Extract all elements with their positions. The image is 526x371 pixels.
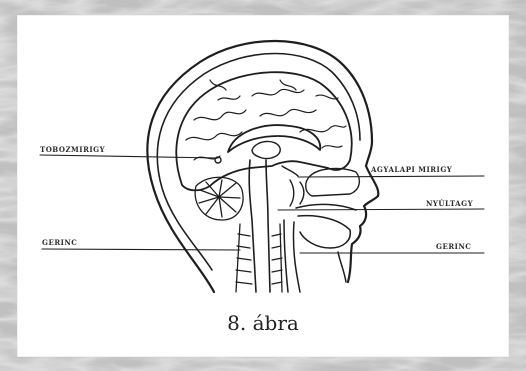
- spinal-column: [236, 224, 282, 292]
- skull-inner-outline: [157, 54, 360, 271]
- label-agyalapi-mirigy: AGYALAPI MIRIGY: [371, 166, 452, 173]
- thalamus: [252, 141, 280, 158]
- label-gerinc-right: GERINC: [436, 243, 471, 250]
- corpus-callosum: [228, 125, 320, 152]
- nasal-cavity: [290, 169, 359, 206]
- figure-caption: 8. ábra: [0, 313, 526, 333]
- mouth-and-throat: [284, 204, 356, 292]
- pituitary-gland: [282, 166, 298, 176]
- label-gerinc-left: GERINC: [42, 239, 77, 246]
- brain-gyri: [186, 80, 346, 160]
- cerebellum: [195, 177, 243, 220]
- label-tobozmirigy: TOBOZMIRIGY: [40, 146, 105, 153]
- label-nyultagy: NYÚLTAGY: [426, 200, 473, 207]
